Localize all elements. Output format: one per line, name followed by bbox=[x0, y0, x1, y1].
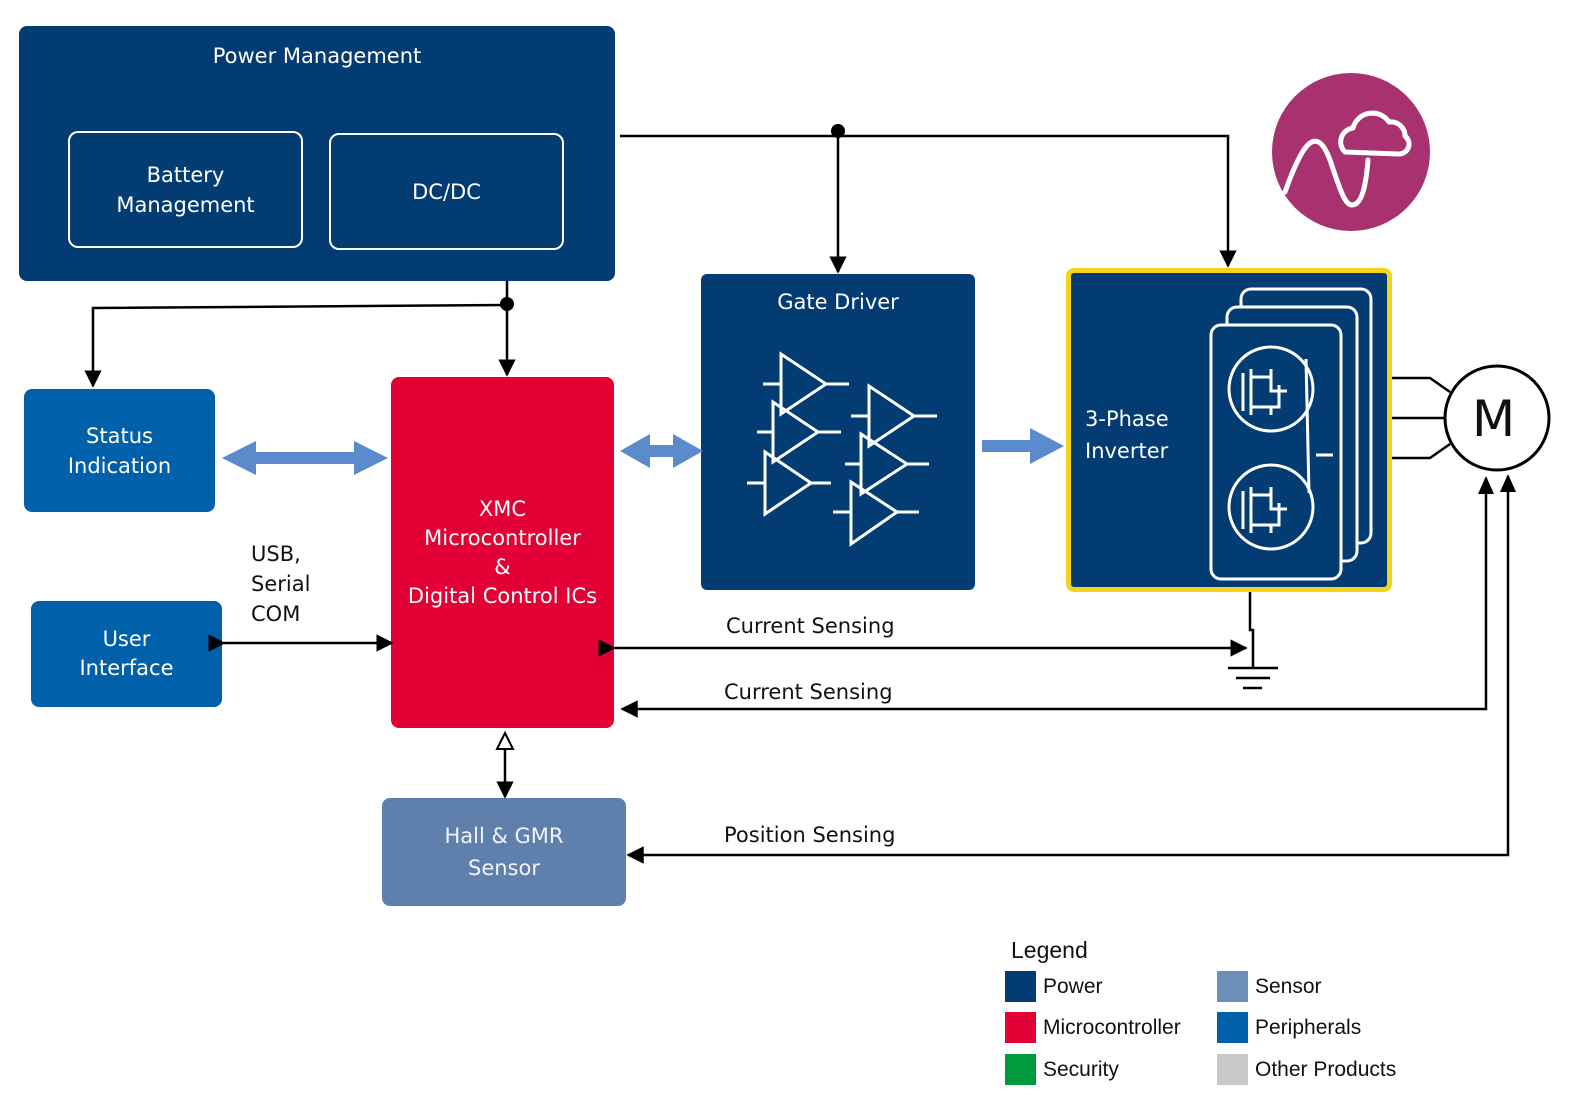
three-phase-inverter-block: 3-Phase Inverter bbox=[1066, 268, 1392, 592]
user-interface-block: User Interface bbox=[31, 601, 222, 707]
legend-swatch bbox=[1217, 1054, 1248, 1085]
legend-swatch bbox=[1005, 971, 1036, 1002]
position-sensing-label: Position Sensing bbox=[724, 823, 896, 847]
inverter-label: 3-Phase Inverter bbox=[1085, 407, 1169, 463]
usb-serial-com-label: USB, Serial COM bbox=[251, 542, 311, 626]
power-management-block: Power Management Battery Management DC/D… bbox=[19, 26, 615, 281]
current-sensing-label-2: Current Sensing bbox=[724, 680, 893, 704]
legend-label: Power bbox=[1043, 974, 1103, 998]
legend-item: Peripherals bbox=[1217, 1012, 1361, 1043]
gate-driver-title: Gate Driver bbox=[777, 290, 899, 314]
legend-item: Power bbox=[1005, 971, 1103, 1002]
legend-label: Sensor bbox=[1255, 974, 1322, 998]
buffer-amplifier-icon bbox=[747, 351, 937, 547]
legend-label: Peripherals bbox=[1255, 1015, 1362, 1039]
status-indication-block: Status Indication bbox=[24, 389, 215, 512]
legend-swatch bbox=[1005, 1054, 1036, 1085]
legend-swatch bbox=[1005, 1012, 1036, 1043]
xmc-microcontroller-block: XMC Microcontroller & Digital Control IC… bbox=[391, 377, 614, 728]
legend-label: Other Products bbox=[1255, 1057, 1397, 1081]
battery-management-block: Battery Management bbox=[68, 131, 303, 248]
legend-item: Other Products bbox=[1217, 1054, 1396, 1085]
legend-item: Microcontroller bbox=[1005, 1012, 1181, 1043]
current-sensing-label-1: Current Sensing bbox=[726, 614, 895, 638]
legend-item: Security bbox=[1005, 1054, 1119, 1085]
motor-label: M bbox=[1472, 390, 1516, 448]
dcdc-block: DC/DC bbox=[329, 133, 564, 250]
hall-gmr-sensor-block: Hall & GMR Sensor bbox=[382, 798, 626, 906]
legend-swatch bbox=[1217, 1012, 1248, 1043]
gate-driver-block: Gate Driver bbox=[701, 274, 975, 590]
legend-item: Sensor bbox=[1217, 971, 1322, 1002]
legend-swatch bbox=[1217, 971, 1248, 1002]
legend-title: Legend bbox=[1011, 937, 1088, 963]
legend-label: Microcontroller bbox=[1043, 1015, 1181, 1039]
mosfet-icon bbox=[1209, 287, 1373, 581]
power-management-title: Power Management bbox=[212, 44, 422, 68]
sine-wave-cloud-icon bbox=[1272, 73, 1430, 231]
legend-label: Security bbox=[1043, 1057, 1119, 1081]
